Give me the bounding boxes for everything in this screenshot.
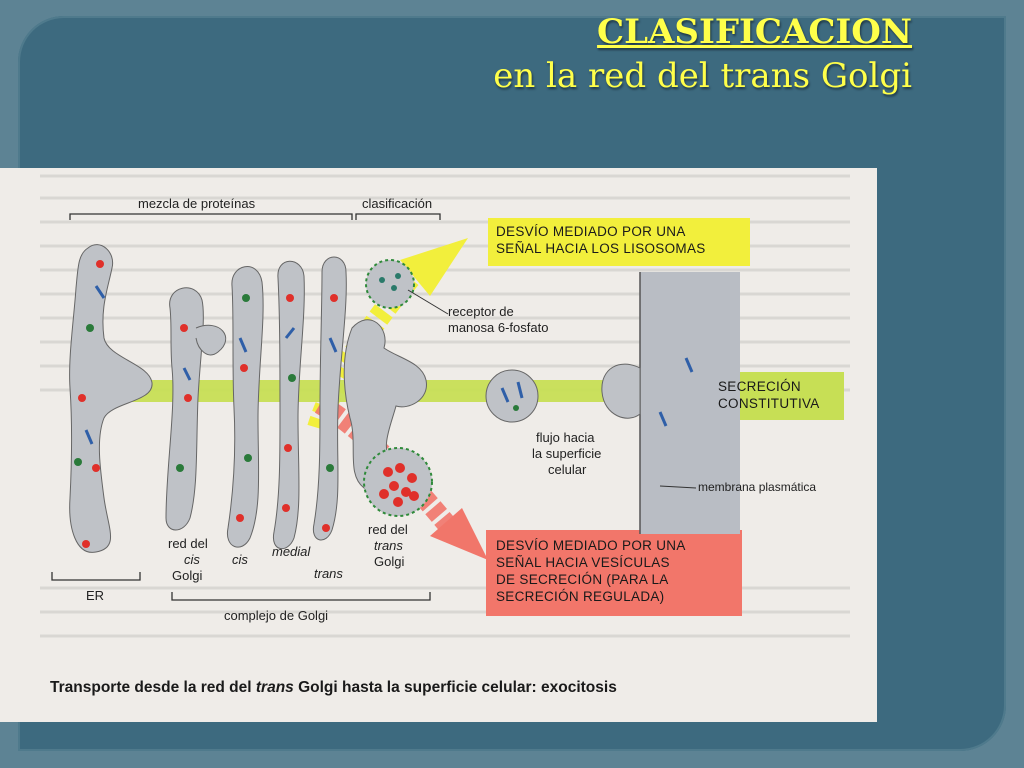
diagram-graphic	[40, 174, 850, 638]
label-cis-network-line1: red del	[168, 536, 208, 551]
regulated-box-line1: DESVÍO MEDIADO POR UNA	[496, 538, 686, 553]
golgi-diagram: mezcla de proteínas clasificación DESVÍO…	[0, 168, 877, 722]
label-trans-network-line1: red del	[368, 522, 408, 537]
label-receptor-line2: manosa 6-fosfato	[448, 320, 549, 335]
top-brackets	[69, 213, 441, 220]
cis-cisterna	[226, 266, 264, 548]
slide-title: CLASIFICACION	[597, 12, 912, 52]
label-sorting: clasificación	[362, 196, 433, 211]
label-cis: cis	[232, 552, 248, 567]
secretory-granule	[363, 447, 433, 517]
trans-golgi-network	[343, 319, 427, 493]
cargo-particles	[74, 260, 694, 548]
label-protein-mixing: mezcla de proteínas	[138, 196, 256, 211]
label-flow-line2: la superficie	[532, 446, 602, 461]
plasma-membrane	[640, 272, 740, 534]
title-block: CLASIFICACION en la red del trans Golgi	[493, 10, 912, 98]
label-trans-network-line3: Golgi	[374, 554, 405, 569]
medial-cisterna	[272, 260, 305, 549]
label-plasma-membrane: membrana plasmática	[698, 480, 817, 494]
bottom-brackets	[51, 572, 431, 601]
label-flow-line1: flujo hacia	[536, 430, 595, 445]
fusing-vesicle	[601, 363, 641, 419]
label-trans-network-line2: trans	[374, 538, 403, 553]
constitutive-box-line1: SECRECIÓN	[718, 379, 801, 394]
cis-golgi-network	[165, 287, 204, 531]
label-er: ER	[86, 588, 105, 603]
label-cis-network-line2: cis	[184, 552, 200, 567]
caption-text-end: Golgi hasta la superficie celular: exoci…	[293, 679, 617, 696]
regulated-box-line2: SEÑAL HACIA VESÍCULAS	[496, 555, 670, 570]
constitutive-box-line2: CONSTITUTIVA	[718, 396, 820, 411]
lysosome-box	[488, 218, 750, 266]
lysosomal-vesicle	[365, 259, 415, 309]
label-golgi-complex: complejo de Golgi	[224, 608, 329, 623]
er-cisterna	[69, 244, 153, 553]
regulated-box-line4: SECRECIÓN REGULADA)	[496, 589, 665, 604]
figure-caption: Transporte desde la red del trans Golgi …	[50, 679, 617, 697]
caption-text-start: Transporte desde la red del	[50, 679, 256, 696]
regulated-box	[486, 530, 742, 616]
regulated-box-line3: DE SECRECIÓN (PARA LA	[496, 572, 669, 587]
trans-cisterna	[312, 256, 347, 541]
pointer-lines	[407, 289, 697, 489]
lysosome-box-line2: SEÑAL HACIA LOS LISOSOMAS	[496, 241, 706, 256]
caption-text-italic: trans	[255, 679, 294, 696]
constitutive-vesicle	[485, 369, 539, 423]
label-medial: medial	[272, 544, 311, 559]
slide-subtitle: en la red del trans Golgi	[493, 56, 912, 96]
label-trans: trans	[314, 566, 343, 581]
lysosome-box-line1: DESVÍO MEDIADO POR UNA	[496, 224, 686, 239]
label-flow-line3: celular	[548, 462, 587, 477]
label-cis-network-line3: Golgi	[172, 568, 203, 583]
label-receptor-line1: receptor de	[448, 304, 514, 319]
